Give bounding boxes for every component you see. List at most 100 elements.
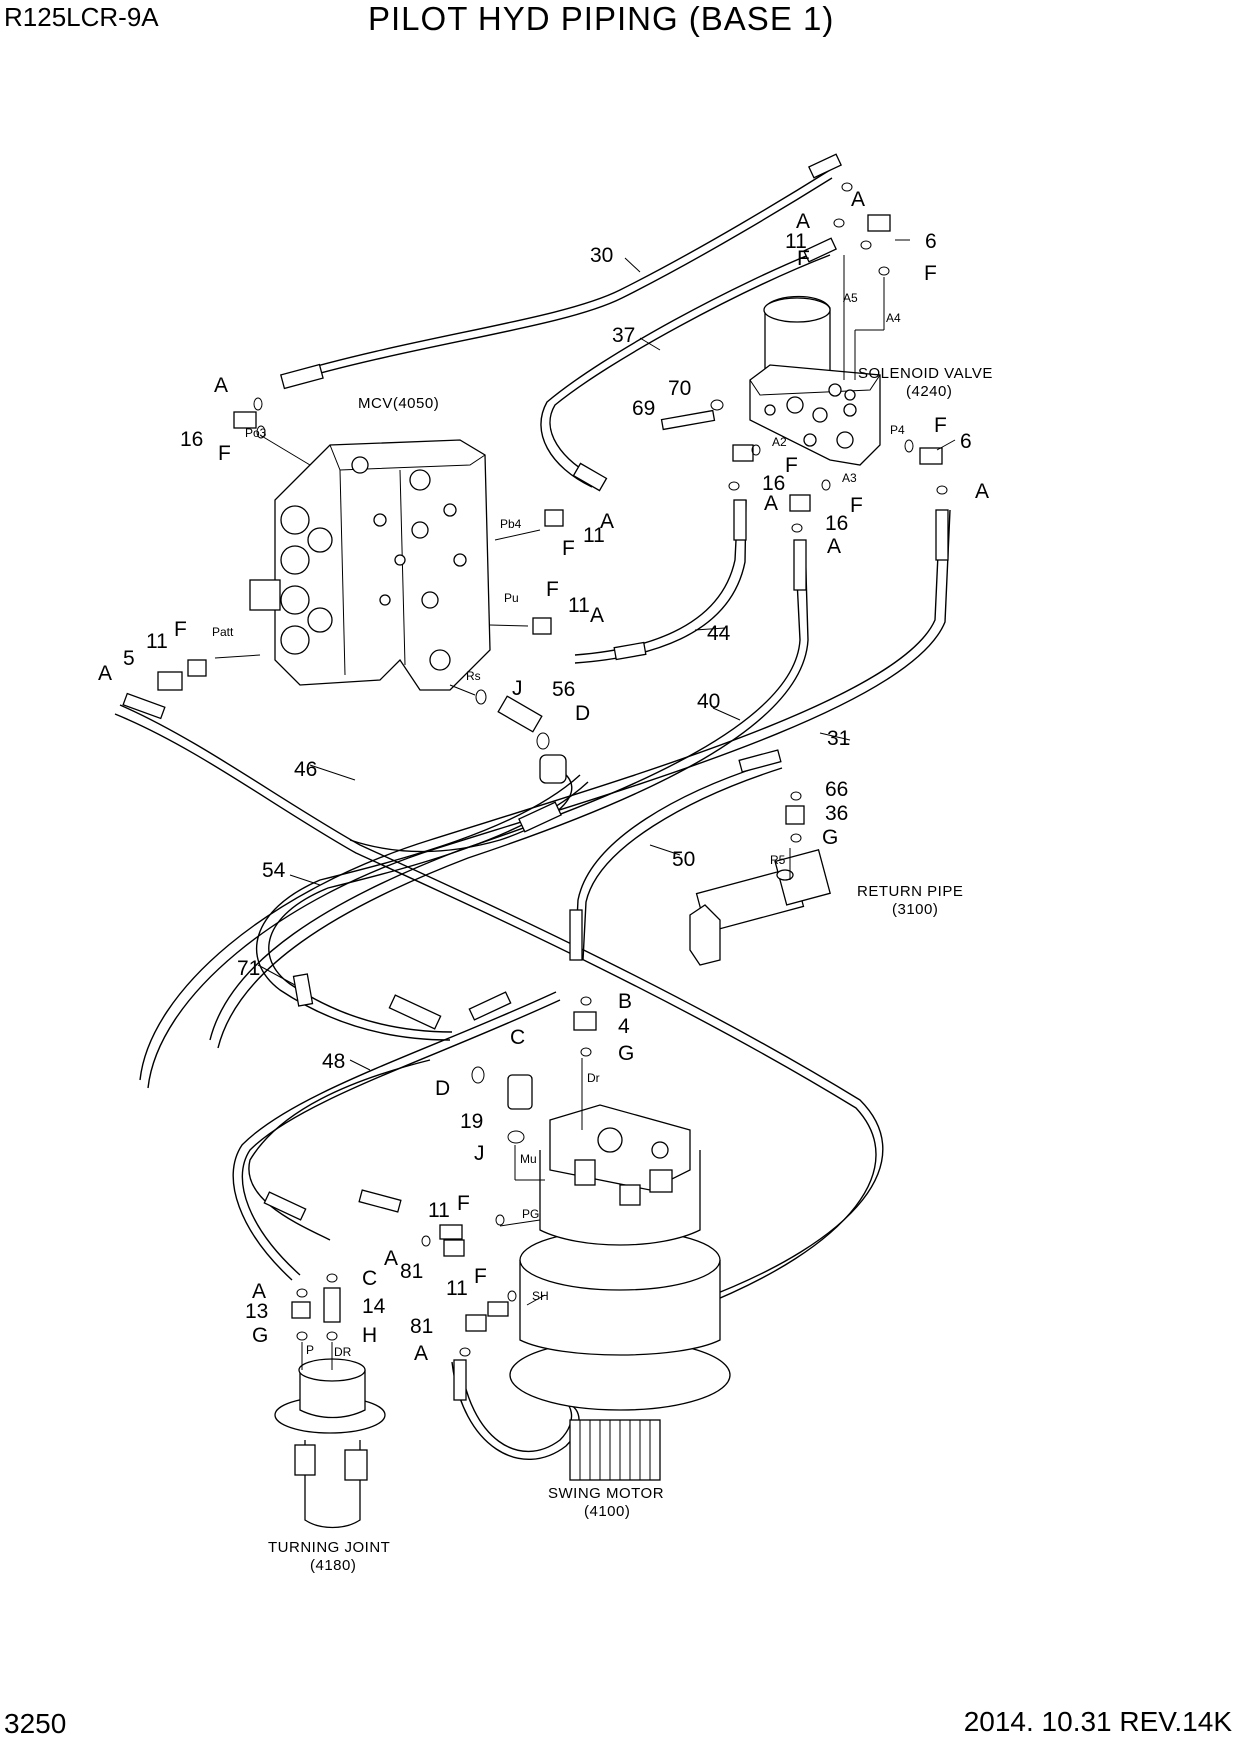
callout: A <box>590 604 604 627</box>
washer-70 <box>710 399 724 411</box>
elbow-6 <box>919 447 943 465</box>
return-pipe-flange <box>689 904 721 966</box>
port-label: Po3 <box>245 426 267 440</box>
callout: A <box>851 188 865 211</box>
crimp-fitting <box>518 801 562 833</box>
callout: D <box>575 702 590 725</box>
callout: C <box>362 1267 377 1290</box>
port-labels: Po3 Pb4 Pu Patt Rs A5 A4 P4 A2 A3 R5 Dr … <box>212 291 905 1359</box>
turning-joint-label: TURNING JOINT <box>268 1539 390 1556</box>
crimp-fitting <box>803 237 837 263</box>
callout: F <box>474 1265 487 1288</box>
callout: 11 <box>428 1199 450 1222</box>
connector-11 <box>439 1224 463 1240</box>
model-number: R125LCR-9A <box>4 2 159 32</box>
callout: A <box>975 480 989 503</box>
elbow-19 <box>507 1074 533 1110</box>
callout: 19 <box>460 1110 483 1133</box>
turning-joint-top <box>299 1370 366 1419</box>
crimp-fitting <box>733 499 747 541</box>
callout: 6 <box>925 230 937 253</box>
hose-46-b <box>114 713 877 1309</box>
callout: J <box>512 677 523 700</box>
accumulator-top <box>763 297 831 323</box>
callout: 50 <box>672 848 695 871</box>
callout: 46 <box>294 758 317 781</box>
callout: 11 <box>583 524 605 547</box>
crimp-fitting <box>569 909 583 961</box>
return-pipe-code: (3100) <box>892 901 938 918</box>
crimp-fitting <box>572 462 608 492</box>
mcv-edge <box>339 469 346 676</box>
page-title: PILOT HYD PIPING (BASE 1) <box>368 0 835 37</box>
crimp-fitting <box>263 1191 307 1221</box>
callout: D <box>435 1077 450 1100</box>
callout: 11 <box>446 1277 468 1300</box>
hose-30-b <box>284 177 833 384</box>
elbow-16 <box>233 411 257 429</box>
crimp-fitting <box>468 991 512 1021</box>
connector-11 <box>187 659 207 677</box>
crimp-fitting <box>793 539 807 591</box>
callout: 16 <box>180 428 203 451</box>
connector-11 <box>544 509 564 527</box>
port-label: PG <box>522 1207 539 1221</box>
callout: G <box>822 826 838 849</box>
oring-j <box>507 1130 525 1144</box>
callout: F <box>218 442 231 465</box>
hose-48 <box>241 999 561 1276</box>
connector-13 <box>291 1301 311 1319</box>
hose-lower-swing <box>459 1359 573 1452</box>
callout: 11 <box>785 230 807 253</box>
pinion-teeth <box>579 1420 651 1480</box>
callout: A <box>764 492 778 515</box>
component-labels: MCV(4050) SOLENOID VALVE (4240) RETURN P… <box>268 365 993 1574</box>
elbow-81 <box>443 1239 465 1257</box>
elbow-16 <box>789 494 811 512</box>
port-label: A3 <box>842 471 857 485</box>
solenoid-edge <box>749 374 881 396</box>
callout: 36 <box>825 802 848 825</box>
port-label: Rs <box>466 669 481 683</box>
crimp-fitting <box>738 749 782 773</box>
callout: F <box>934 414 947 437</box>
hose-48-b <box>232 991 557 1281</box>
callout: F <box>457 1192 470 1215</box>
crimp-fitting <box>122 692 166 720</box>
elbow-fitting <box>539 754 567 784</box>
connector-36 <box>785 805 805 825</box>
callout: 37 <box>612 324 635 347</box>
page-number: 3250 <box>4 1708 67 1739</box>
hose-54-b <box>268 781 589 1033</box>
hose-31-b <box>147 509 951 1089</box>
callout: 16 <box>762 472 785 495</box>
callout: 56 <box>552 678 575 701</box>
bolt-69 <box>660 409 716 431</box>
connector-11 <box>532 617 552 635</box>
callout: 81 <box>400 1260 423 1283</box>
revision-date: 2014. 10.31 REV.14K <box>963 1706 1232 1737</box>
small-fittings <box>157 182 948 1357</box>
tee-5 <box>157 671 183 691</box>
callout: A <box>600 510 614 533</box>
port-label: SH <box>532 1289 549 1303</box>
hose-54 <box>256 774 581 1041</box>
oring-d <box>471 1066 485 1084</box>
crimp-fitting <box>358 1189 402 1213</box>
port-label: P <box>306 1343 314 1357</box>
return-pipe-elbow <box>774 849 831 906</box>
callout: 44 <box>707 622 731 645</box>
callout: G <box>618 1042 634 1065</box>
callout: 5 <box>123 647 135 670</box>
hose-37-b <box>540 247 827 488</box>
solenoid-label: SOLENOID VALVE <box>858 365 993 382</box>
clamp-71 <box>292 973 314 1007</box>
swing-motor-pinion <box>569 1419 661 1481</box>
callout-labels: 30 37 70 69 6 6 11 11 11 11 11 11 16 16 … <box>98 188 989 1365</box>
callout: 11 <box>568 594 590 617</box>
callout: 31 <box>827 727 850 750</box>
hose-37 <box>549 254 831 481</box>
hose-46 <box>119 704 884 1301</box>
hose-44 <box>574 499 739 656</box>
